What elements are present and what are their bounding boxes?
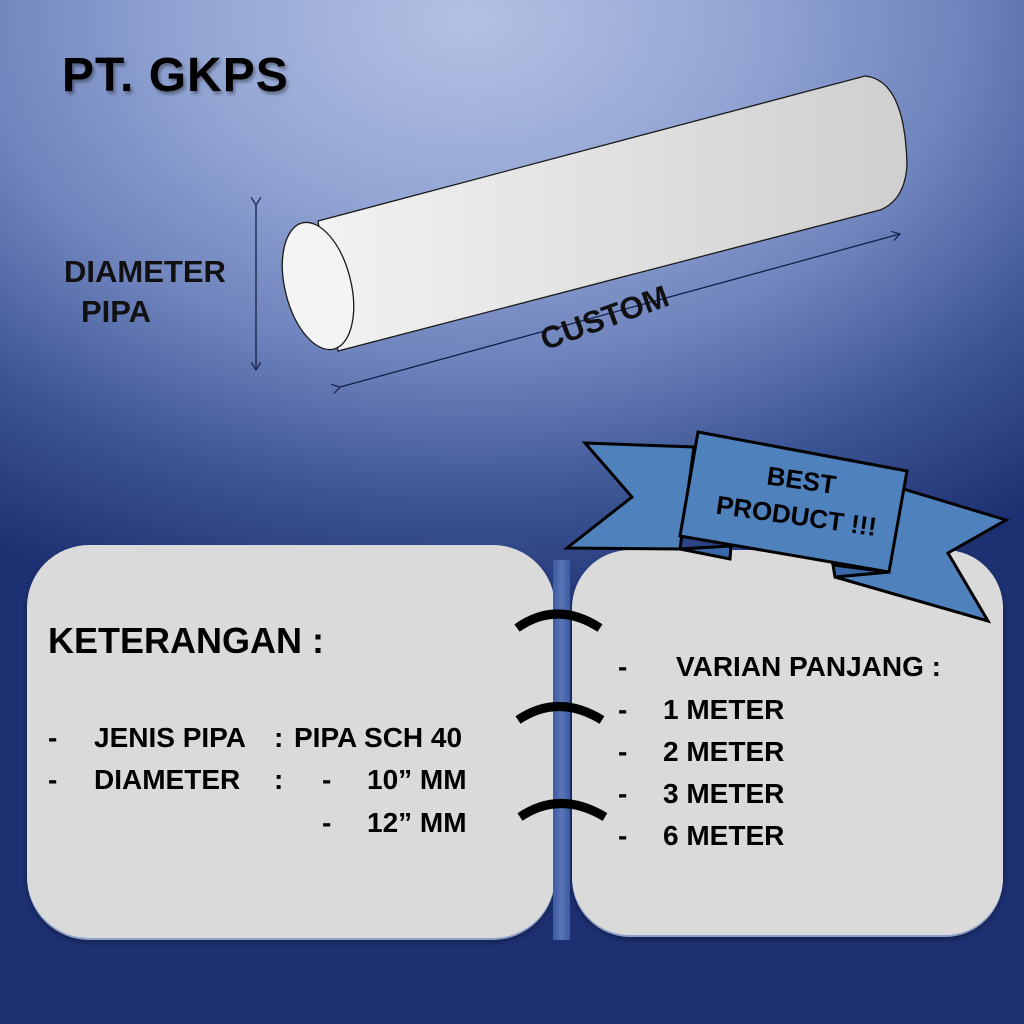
item-dash: - <box>618 820 628 851</box>
item-dash: - <box>618 694 628 725</box>
length-arrow <box>340 234 900 387</box>
diameter-label-line2: PIPA <box>81 294 152 329</box>
keterangan-heading: KETERANGAN : <box>48 620 324 661</box>
jenis-pipa-sep: : <box>274 722 284 753</box>
binder-ring-icon <box>515 702 605 724</box>
binder-ring-icon <box>517 799 608 821</box>
company-title: PT. GKPS <box>62 49 289 102</box>
length-option-1m: 1 METER <box>663 694 785 725</box>
row-dash: - <box>48 764 58 795</box>
diameter-label-row: DIAMETER <box>94 764 241 795</box>
diameter-label: DIAMETER PIPA <box>64 252 226 332</box>
heading-dash: - <box>618 651 628 682</box>
info-panel-right <box>572 550 1003 935</box>
varian-panjang-heading: VARIAN PANJANG : <box>676 651 941 682</box>
diameter-value-12: 12” MM <box>367 807 467 838</box>
info-panel-left <box>27 545 555 938</box>
binder-spine <box>553 560 570 940</box>
diameter-sep: : <box>274 764 284 795</box>
jenis-pipa-value: PIPA SCH 40 <box>294 722 463 753</box>
sub-dash: - <box>322 807 332 838</box>
row-dash: - <box>48 722 58 753</box>
item-dash: - <box>618 736 628 767</box>
binder-ring-icon <box>514 609 603 632</box>
item-dash: - <box>618 778 628 809</box>
sub-dash: - <box>322 764 332 795</box>
diameter-label-line1: DIAMETER <box>64 254 226 289</box>
length-option-6m: 6 METER <box>663 820 785 851</box>
jenis-pipa-label: JENIS PIPA <box>94 722 246 753</box>
diameter-value-10: 10” MM <box>367 764 467 795</box>
length-option-3m: 3 METER <box>663 778 785 809</box>
length-option-2m: 2 METER <box>663 736 785 767</box>
